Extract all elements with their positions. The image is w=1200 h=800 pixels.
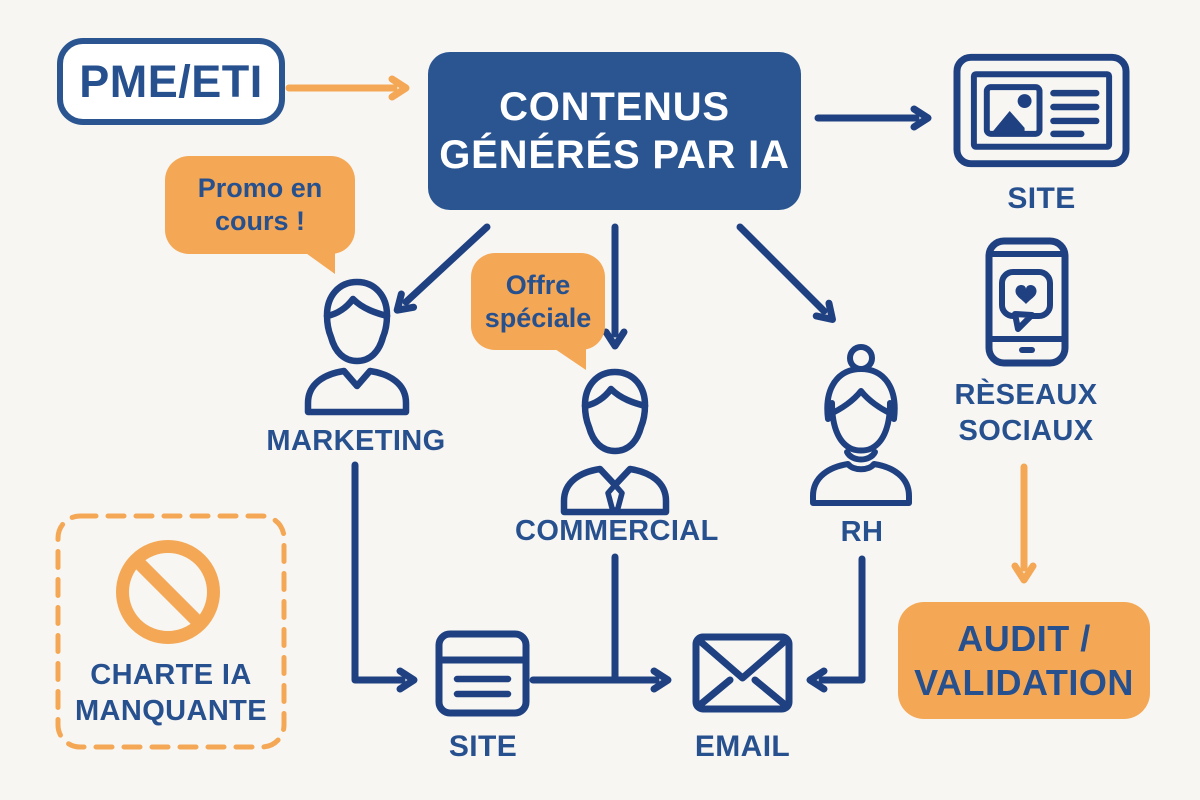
pme-box: PME/ETI [57, 38, 285, 125]
audit-label-line2: VALIDATION [914, 661, 1134, 703]
offre-line1: Offre [505, 269, 571, 300]
commercial-label: COMMERCIAL [515, 515, 719, 547]
audit-validation-box: AUDIT / VALIDATION [898, 602, 1150, 719]
promo-line2: cours ! [214, 206, 306, 236]
main-label-line1: CONTENUS [499, 85, 730, 129]
arrow-marketing-to-site [351, 461, 418, 693]
rh-person-icon [810, 344, 912, 506]
site-bottom-label: SITE [448, 730, 518, 763]
arrow-rh-to-email [806, 555, 866, 693]
social-label: RÈSEAUX SOCIAUX [941, 378, 1111, 450]
marketing-person-icon [304, 278, 410, 416]
offre-speech-bubble: Offre spéciale [471, 253, 605, 350]
marketing-label: MARKETING [266, 425, 446, 457]
email-label: EMAIL [694, 730, 791, 763]
arrow-main-to-marketing [393, 223, 491, 314]
main-box: CONTENUS GÉNÉRÉS PAR IA [428, 52, 801, 210]
arrow-main-to-rh [736, 223, 836, 323]
promo-speech-bubble: Promo en cours ! [165, 156, 355, 254]
website-browser-icon [953, 53, 1130, 168]
smartphone-heart-icon [985, 237, 1069, 367]
promo-line1: Promo en [197, 173, 323, 204]
social-label-line2: SOCIAUX [958, 414, 1094, 447]
pme-label: PME/ETI [79, 55, 263, 107]
webpage-lines-icon [435, 630, 530, 717]
offre-line2: spéciale [484, 302, 592, 333]
social-label-line1: RÈSEAUX [954, 379, 1098, 411]
commercial-person-icon [560, 368, 670, 516]
prohibition-icon [116, 540, 220, 644]
envelope-icon [692, 633, 793, 713]
site-top-label: SITE [1007, 182, 1076, 215]
rh-label: RH [840, 516, 884, 548]
charte-label-line2: MANQUANTE [74, 694, 268, 727]
charte-label: CHARTE IA MANQUANTE [58, 658, 284, 730]
main-label-line2: GÉNÉRÉS PAR IA [439, 133, 790, 177]
audit-label-line1: AUDIT / [957, 618, 1091, 660]
charte-dashed-box [55, 513, 287, 750]
charte-label-line1: CHARTE IA [90, 659, 252, 691]
